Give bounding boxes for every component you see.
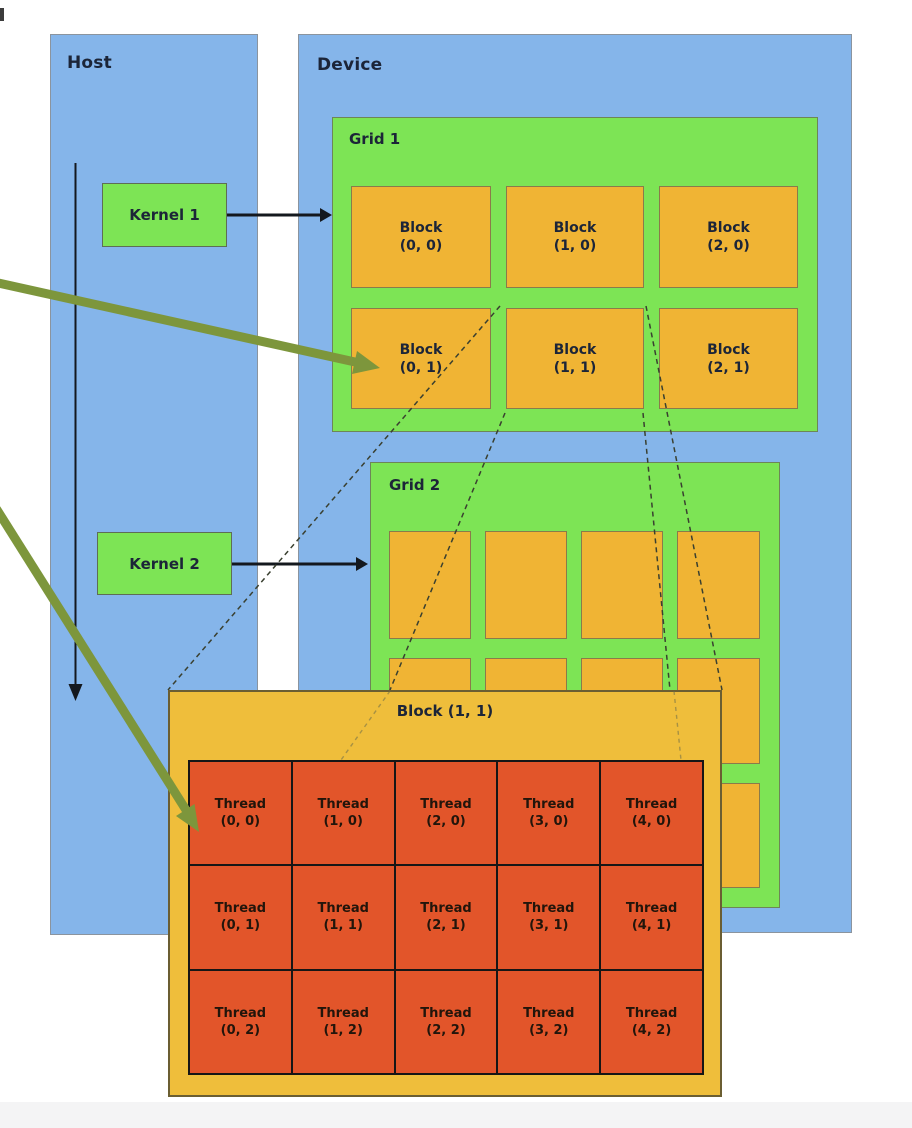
block-name: Block <box>707 220 750 236</box>
thread-name: Thread <box>625 901 678 917</box>
grid1-block: Block (2, 1) <box>659 308 798 409</box>
kernel2-box: Kernel 2 <box>97 532 232 595</box>
grid1-label: Grid 1 <box>349 130 401 148</box>
thread-cell: Thread (3, 2) <box>498 970 600 1073</box>
thread-index: (4, 0) <box>631 814 672 830</box>
thread-cell: Thread (0, 0) <box>190 762 291 865</box>
kernel2-label: Kernel 2 <box>129 554 200 573</box>
grid2-label: Grid 2 <box>389 476 441 494</box>
thread-cell: Thread (2, 1) <box>395 866 497 969</box>
thread-index: (2, 1) <box>426 918 466 934</box>
thread-cell: Thread (1, 2) <box>292 970 394 1073</box>
thread-cell: Thread (2, 2) <box>395 970 497 1073</box>
thread-name: Thread <box>625 1005 678 1021</box>
thread-index: (3, 2) <box>529 1022 569 1038</box>
thread-cell: Thread (4, 0) <box>601 762 702 865</box>
block-name: Block <box>553 220 597 236</box>
grid1-box: Grid 1 Block (0, 0) Block (1, 0) Block (… <box>332 117 818 432</box>
thread-index: (1, 1) <box>323 918 363 934</box>
enlarged-block-1-1: Block (1, 1) Thread (0, 0) Thread (1, 0)… <box>168 690 722 1097</box>
thread-cell: Thread (1, 1) <box>292 866 394 969</box>
thread-index: (4, 2) <box>631 1022 672 1038</box>
thread-cell: Thread (1, 0) <box>292 762 394 865</box>
thread-cell: Thread (4, 2) <box>601 970 702 1073</box>
grid1-block: Block (2, 0) <box>659 186 798 288</box>
block-index: (0, 1) <box>399 359 443 376</box>
thread-index: (1, 2) <box>323 1022 363 1038</box>
thread-cell: Thread (0, 1) <box>190 866 291 969</box>
grid1-block: Block (1, 0) <box>506 186 644 288</box>
thread-index: (0, 2) <box>220 1022 261 1038</box>
block-name: Block <box>399 220 443 236</box>
thread-cell: Thread (3, 0) <box>498 762 600 865</box>
thread-name: Thread <box>420 1005 472 1021</box>
grid2-block <box>389 531 471 639</box>
thread-name: Thread <box>317 1005 369 1021</box>
thread-cell: Thread (3, 1) <box>498 866 600 969</box>
block-name: Block <box>707 341 750 358</box>
block-name: Block <box>553 341 597 358</box>
kernel1-label: Kernel 1 <box>129 206 200 224</box>
enlarged-block-title: Block (1, 1) <box>396 702 494 720</box>
thread-index: (3, 1) <box>529 918 569 934</box>
thread-name: Thread <box>420 901 472 917</box>
host-label: Host <box>67 53 112 73</box>
device-label: Device <box>317 55 383 75</box>
thread-index: (4, 1) <box>631 918 672 934</box>
grid1-block: Block (0, 1) <box>351 308 491 409</box>
thread-name: Thread <box>523 901 575 917</box>
thread-index: (0, 1) <box>220 918 261 934</box>
thread-name: Thread <box>420 797 472 813</box>
edge-artifact-mark <box>0 8 4 21</box>
block-index: (0, 0) <box>399 238 443 254</box>
thread-name: Thread <box>625 797 678 813</box>
thread-index: (2, 0) <box>426 814 466 830</box>
thread-index: (1, 0) <box>323 814 363 830</box>
thread-index: (3, 0) <box>529 814 569 830</box>
block-index: (2, 0) <box>707 238 750 254</box>
thread-name: Thread <box>523 797 575 813</box>
thread-cell: Thread (2, 0) <box>395 762 497 865</box>
thread-name: Thread <box>523 1005 575 1021</box>
thread-name: Thread <box>214 797 267 813</box>
grid1-block: Block (0, 0) <box>351 186 491 288</box>
block-index: (1, 0) <box>553 238 597 254</box>
grid1-block: Block (1, 1) <box>506 308 644 409</box>
block-index: (1, 1) <box>553 359 597 376</box>
block-index: (2, 1) <box>707 359 750 376</box>
block-name: Block <box>399 341 443 358</box>
thread-index: (2, 2) <box>426 1022 466 1038</box>
thread-name: Thread <box>214 901 267 917</box>
thread-index: (0, 0) <box>220 814 261 830</box>
thread-name: Thread <box>317 797 369 813</box>
thread-cell: Thread (0, 2) <box>190 970 291 1073</box>
grid1-blocks: Block (0, 0) Block (1, 0) Block (2, 0) B… <box>351 186 798 409</box>
thread-name: Thread <box>214 1005 267 1021</box>
thread-name: Thread <box>317 901 369 917</box>
thread-grid: Thread (0, 0) Thread (1, 0) Thread (2, 0… <box>188 760 704 1075</box>
grid2-block <box>677 531 760 639</box>
grid2-block <box>485 531 567 639</box>
kernel1-box: Kernel 1 <box>102 183 227 247</box>
grid2-block <box>581 531 663 639</box>
thread-cell: Thread (4, 1) <box>601 866 702 969</box>
bottom-margin-strip <box>0 1102 912 1128</box>
